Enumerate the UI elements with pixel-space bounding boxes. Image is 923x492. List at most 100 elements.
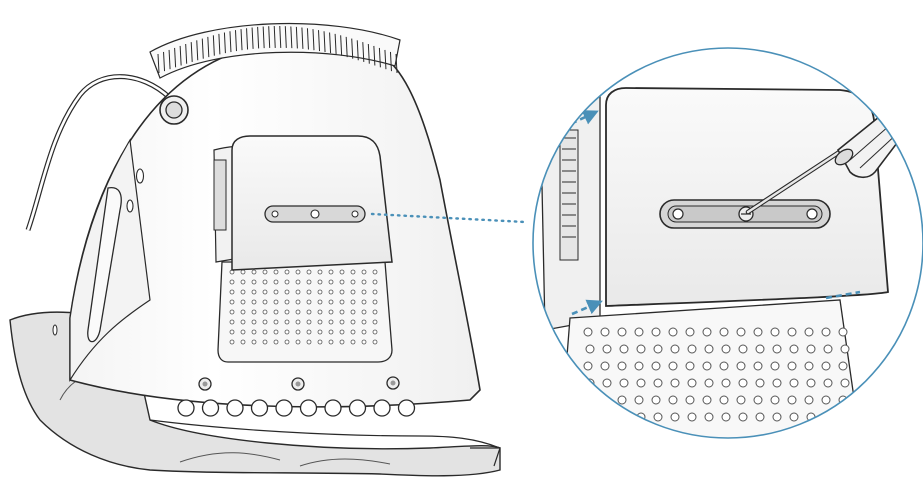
speaker-hole-detail bbox=[772, 412, 782, 422]
speaker-hole-detail bbox=[670, 378, 680, 388]
speaker-hole-detail bbox=[653, 378, 663, 388]
speaker-hole bbox=[240, 289, 246, 295]
speaker-hole bbox=[295, 269, 301, 275]
vent-slot bbox=[268, 26, 271, 48]
speaker-hole bbox=[251, 289, 257, 295]
speaker-hole-detail bbox=[636, 378, 646, 388]
speaker-hole bbox=[295, 329, 301, 335]
speaker-hole bbox=[328, 269, 334, 275]
speaker-hole-detail bbox=[702, 361, 712, 371]
speaker-hole-detail bbox=[670, 412, 680, 422]
speaker-hole bbox=[328, 339, 334, 345]
speaker-hole-detail bbox=[583, 327, 593, 337]
speaker-hole-detail bbox=[787, 361, 797, 371]
vent-slot bbox=[345, 36, 348, 58]
speaker-hole bbox=[361, 299, 367, 305]
speaker-hole bbox=[328, 279, 334, 285]
speaker-hole bbox=[262, 329, 268, 335]
vent-slot bbox=[334, 33, 337, 55]
speaker-hole-detail bbox=[651, 395, 661, 405]
vent-slot bbox=[306, 28, 309, 50]
vent-slot bbox=[240, 29, 243, 51]
speaker-hole bbox=[350, 339, 356, 345]
port bbox=[250, 399, 269, 417]
speaker-hole-detail bbox=[823, 344, 833, 354]
speaker-hole bbox=[339, 339, 345, 345]
speaker-hole bbox=[339, 309, 345, 315]
speaker-hole bbox=[306, 309, 312, 315]
speaker-hole-detail bbox=[702, 327, 712, 337]
power-cable bbox=[25, 74, 172, 231]
speaker-hole-detail bbox=[719, 395, 729, 405]
speaker-hole-detail bbox=[823, 378, 833, 388]
speaker-hole bbox=[240, 339, 246, 345]
speaker-hole-detail bbox=[755, 378, 765, 388]
speaker-hole-detail bbox=[772, 344, 782, 354]
speaker-hole bbox=[339, 329, 345, 335]
speaker-hole-detail bbox=[619, 344, 629, 354]
speaker-hole bbox=[317, 309, 323, 315]
speaker-hole bbox=[317, 339, 323, 345]
speaker-hole-detail bbox=[585, 344, 595, 354]
speaker-hole-detail bbox=[806, 344, 816, 354]
vent-slot bbox=[157, 53, 160, 74]
speaker-hole-detail bbox=[804, 327, 814, 337]
vent-slot bbox=[340, 35, 343, 56]
vent-slot bbox=[179, 45, 182, 66]
speaker-hole bbox=[295, 339, 301, 345]
speaker-hole-detail bbox=[789, 344, 799, 354]
speaker-hole-detail bbox=[721, 412, 731, 422]
speaker-hole bbox=[229, 319, 235, 325]
speaker-hole bbox=[317, 289, 323, 295]
port bbox=[201, 399, 220, 417]
speaker-hole-detail bbox=[651, 327, 661, 337]
port bbox=[373, 399, 391, 417]
speaker-hole bbox=[284, 299, 290, 305]
speaker-hole bbox=[361, 289, 367, 295]
speaker-hole bbox=[361, 309, 367, 315]
speaker-hole bbox=[328, 299, 334, 305]
speaker-hole-detail bbox=[651, 361, 661, 371]
speaker-hole bbox=[229, 309, 235, 315]
vent-slot bbox=[185, 43, 188, 64]
speaker-hole-detail bbox=[704, 378, 714, 388]
speaker-hole bbox=[262, 309, 268, 315]
speaker-hole-detail bbox=[838, 327, 848, 337]
speaker-hole bbox=[372, 319, 378, 325]
speaker-hole-detail bbox=[789, 378, 799, 388]
speaker-hole bbox=[295, 319, 301, 325]
speaker-hole-detail bbox=[772, 378, 782, 388]
speaker-hole bbox=[372, 269, 378, 275]
speaker-hole bbox=[372, 279, 378, 285]
speaker-hole bbox=[339, 319, 345, 325]
speaker-hole-detail bbox=[600, 327, 610, 337]
vent-slot bbox=[174, 47, 177, 68]
speaker-hole bbox=[361, 339, 367, 345]
speaker-hole bbox=[284, 279, 290, 285]
speaker-hole bbox=[229, 279, 235, 285]
speaker-hole bbox=[306, 299, 312, 305]
speaker-hole bbox=[262, 299, 268, 305]
speaker-hole bbox=[251, 279, 257, 285]
speaker-hole bbox=[361, 269, 367, 275]
speaker-hole-detail bbox=[838, 361, 848, 371]
speaker-hole bbox=[339, 289, 345, 295]
speaker-hole bbox=[251, 309, 257, 315]
speaker-hole-detail bbox=[634, 361, 644, 371]
speaker-hole bbox=[284, 289, 290, 295]
speaker-hole-detail bbox=[617, 327, 627, 337]
vent-slot bbox=[251, 27, 254, 49]
port bbox=[177, 399, 195, 417]
edge-ribs bbox=[562, 137, 576, 238]
speaker-hole-detail bbox=[687, 412, 697, 422]
speaker-hole bbox=[251, 299, 257, 305]
vent-slot bbox=[329, 32, 332, 54]
speaker-hole bbox=[229, 339, 235, 345]
vent-slot bbox=[312, 29, 315, 51]
speaker-hole bbox=[317, 329, 323, 335]
speaker-hole-detail bbox=[753, 395, 763, 405]
speaker-hole-detail bbox=[602, 378, 612, 388]
speaker-hole bbox=[317, 269, 323, 275]
vent-slot bbox=[163, 51, 166, 72]
speaker-hole-detail bbox=[653, 412, 663, 422]
